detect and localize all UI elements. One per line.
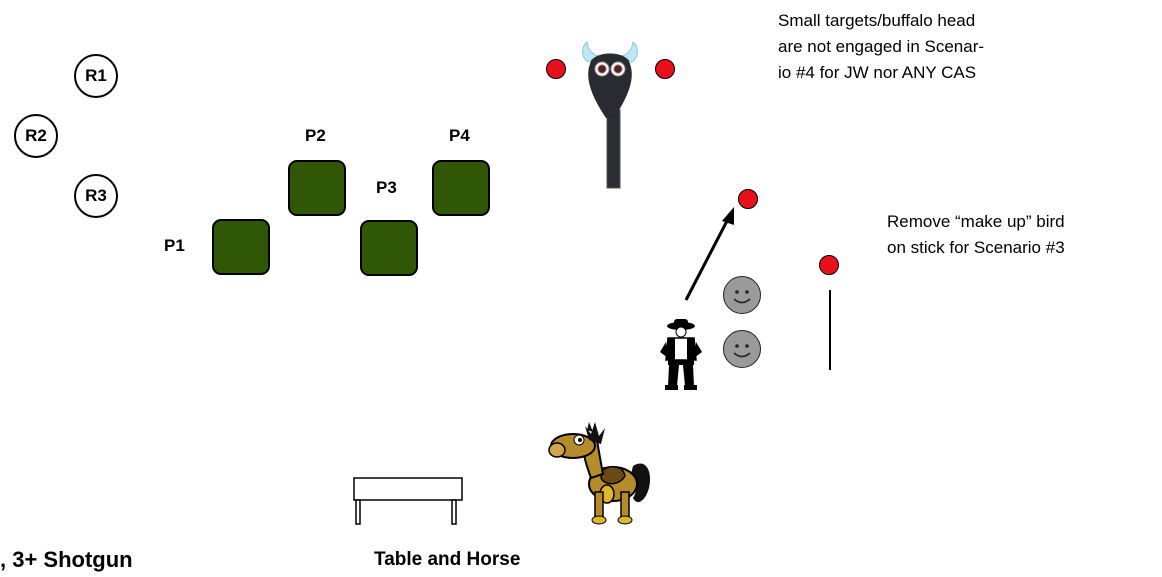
- horse-icon: [548, 422, 651, 525]
- note-line: Remove “make up” bird: [887, 212, 1065, 231]
- rifle-target-label: R2: [25, 126, 47, 145]
- note-line: io #4 for JW nor ANY CAS: [778, 63, 977, 82]
- arrow-icon: [684, 207, 734, 301]
- buffalo-head-target: [582, 41, 638, 189]
- table-icon: [353, 477, 463, 525]
- note-line: on stick for Scenario #3: [887, 238, 1065, 257]
- pistol-label-p3: P3: [376, 178, 397, 197]
- note-line: Small targets/buffalo head: [778, 11, 976, 30]
- pistol-target-p4: [432, 160, 490, 216]
- rifle-target-label: R3: [85, 186, 107, 205]
- arrow-red-target: [738, 189, 758, 209]
- smiley-target-icon: [723, 330, 761, 368]
- pistol-target-p1: [212, 219, 270, 275]
- bird-stick: [829, 290, 831, 370]
- note-bird: Remove “make up” bird on stick for Scena…: [887, 209, 1065, 261]
- shotgun-label: , 3+ Shotgun: [0, 547, 133, 572]
- rifle-target-r1: R1: [74, 54, 118, 98]
- small-red-target-right: [655, 59, 675, 79]
- rifle-target-r2: R2: [14, 114, 58, 158]
- note-small-targets: Small targets/buffalo head are not engag…: [778, 8, 984, 86]
- bird-on-stick-target: [819, 255, 839, 275]
- pistol-target-p2: [288, 160, 346, 216]
- table-horse-label: Table and Horse: [374, 549, 521, 570]
- cowboy-shooter-icon: [660, 319, 702, 390]
- pistol-label-p1: P1: [164, 236, 185, 255]
- rifle-target-r3: R3: [74, 174, 118, 218]
- rifle-target-label: R1: [85, 66, 107, 85]
- note-line: are not engaged in Scenar-: [778, 37, 985, 56]
- small-red-target-left: [546, 59, 566, 79]
- pistol-label-p2: P2: [305, 126, 326, 145]
- pistol-target-p3: [360, 220, 418, 276]
- smiley-target-icon: [723, 276, 761, 314]
- pistol-label-p4: P4: [449, 126, 470, 145]
